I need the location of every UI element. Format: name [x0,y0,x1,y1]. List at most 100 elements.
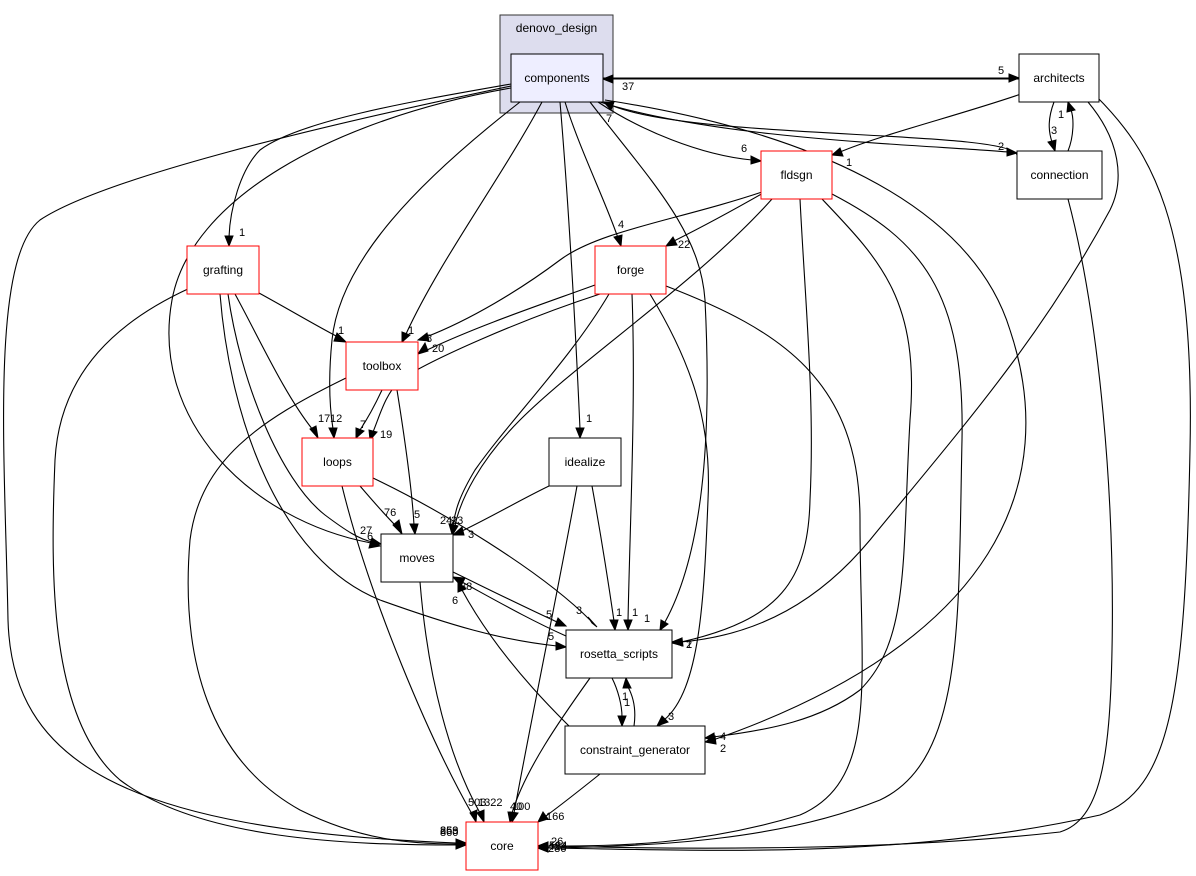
edge-count-label[interactable]: 1 [586,413,592,425]
edge-count-label[interactable]: 20 [432,343,444,355]
node-label: fldsgn [780,168,812,182]
node-box [1016,150,1103,200]
edge-line [1048,101,1055,143]
edge-count-label[interactable]: 1 [338,325,344,337]
edge-count-label[interactable]: 100 [512,801,530,813]
edge-count-label[interactable]: 5 [548,631,554,643]
edge-count-label[interactable]: 6 [452,595,458,607]
edge-line [680,101,1119,643]
node-constraint-generator[interactable]: constraint_generator [564,725,706,775]
edge-constraint_generator-to-core: 166 [537,773,601,823]
edge-count-label[interactable]: 6 [367,531,373,543]
edge-count-label[interactable]: 26 [551,836,563,848]
edge-count-label[interactable]: 1 [408,325,414,337]
edge-components-to-loops: 12 [328,101,521,440]
edge-count-label[interactable]: 4 [618,219,624,231]
edge-arrowhead [1047,139,1057,153]
edge-count-label[interactable]: 1 [846,157,852,169]
edge-count-label[interactable]: 1 [686,639,692,651]
edge-line [396,389,415,526]
node-rosetta-scripts[interactable]: rosetta_scripts [565,629,673,679]
edge-count-label[interactable]: 76 [384,507,396,519]
node-components[interactable]: components [510,53,604,103]
edge-arrowhead [328,427,338,440]
node-label: grafting [203,263,243,277]
edge-count-label[interactable]: 8 [426,333,432,345]
edge-rosetta_scripts-to-core: 100 [507,677,591,824]
node-loops[interactable]: loops [301,437,374,487]
edge-loops-to-rosetta_scripts: 3 [372,477,598,628]
edge-count-label[interactable]: 253 [440,825,458,837]
edge-count-label[interactable]: 27 [360,525,372,537]
edge-line [591,485,615,622]
node-grafting[interactable]: grafting [186,245,260,295]
edge-line [405,101,543,335]
edge-forge-to-constraint_generator: 3 [649,293,710,727]
node-box [760,150,833,200]
node-connection[interactable]: connection [1016,150,1103,200]
edge-grafting-to-moves: 6 [227,293,383,547]
edge-count-label[interactable]: 23 [451,515,463,527]
node-fldsgn[interactable]: fldsgn [760,150,833,200]
edge-count-label[interactable]: 1 [1058,109,1064,121]
edge-line [513,485,578,814]
edge-arrowhead [830,147,844,157]
edge-count-label[interactable]: 7 [360,419,366,431]
edge-count-label[interactable]: 1 [239,227,245,239]
edge-count-label[interactable]: 1 [632,607,638,619]
edge-line [559,101,581,430]
edge-count-label[interactable]: 869 [440,825,458,837]
edge-count-label[interactable]: 3 [576,605,582,617]
edge-count-label[interactable]: 3 [668,711,674,723]
edge-count-label[interactable]: 5 [546,609,552,621]
edge-line [597,101,753,161]
edge-count-label[interactable]: 2 [720,743,726,755]
edge-components-to-forge: 4 [564,101,624,248]
edge-count-label[interactable]: 4 [720,731,726,743]
edge-arrowhead [601,74,614,84]
edge-connection-to-architects: 1 [1058,100,1076,152]
node-label: components [524,71,589,85]
node-toolbox[interactable]: toolbox [345,341,419,391]
edge-count-label[interactable]: 1 [624,697,630,709]
edge-count-label[interactable]: 19 [380,429,392,441]
edge-count-label[interactable]: 3 [468,529,474,541]
node-architects[interactable]: architects [1018,53,1100,103]
edge-arrowhead [416,341,429,355]
edge-count-label[interactable]: 2 [686,639,692,651]
edge-count-label[interactable]: 3 [1051,125,1057,137]
edge-count-label[interactable]: 5 [414,509,420,521]
edge-line [3,85,512,844]
edge-count-label[interactable]: 12 [330,413,342,425]
edge-fldsgn-to-forge: 22 [664,191,766,251]
edge-count-label[interactable]: 7 [606,113,612,125]
edge-components-to-idealize: 1 [559,101,592,440]
edge-count-label[interactable]: 17 [318,413,330,425]
edge-count-label[interactable]: 37 [622,81,634,93]
edge-count-label[interactable]: 1 [616,607,622,619]
edge-arrowhead [623,619,633,632]
node-label: forge [617,263,645,277]
edge-count-label[interactable]: 5 [998,65,1004,77]
edge-count-label[interactable]: 584 [549,840,567,852]
edge-count-label[interactable]: 1 [622,691,628,703]
edge-count-label[interactable]: 22 [678,239,690,251]
edge-architects-to-components: 37 [601,74,1019,93]
edge-fldsgn-to-toolbox: 8 [416,189,769,345]
edge-count-label[interactable]: 1322 [478,797,502,809]
node-idealize[interactable]: idealize [548,437,622,487]
edge-count-label[interactable]: 422 [548,841,566,853]
edge-line [564,101,619,239]
edge-count-label[interactable]: 6 [741,143,747,155]
edge-idealize-to-moves: 3 [451,485,550,541]
node-core[interactable]: core [465,821,539,871]
edge-line [454,198,773,527]
edge-arrowhead [622,676,632,689]
node-moves[interactable]: moves [380,533,454,583]
edge-count-label[interactable]: 860 [440,827,458,839]
edge-count-label[interactable]: 1 [644,613,650,625]
edge-arrowhead [409,523,419,536]
node-forge[interactable]: forge [594,245,667,295]
node-label: constraint_generator [580,743,690,757]
edge-count-label[interactable]: 166 [546,811,564,823]
